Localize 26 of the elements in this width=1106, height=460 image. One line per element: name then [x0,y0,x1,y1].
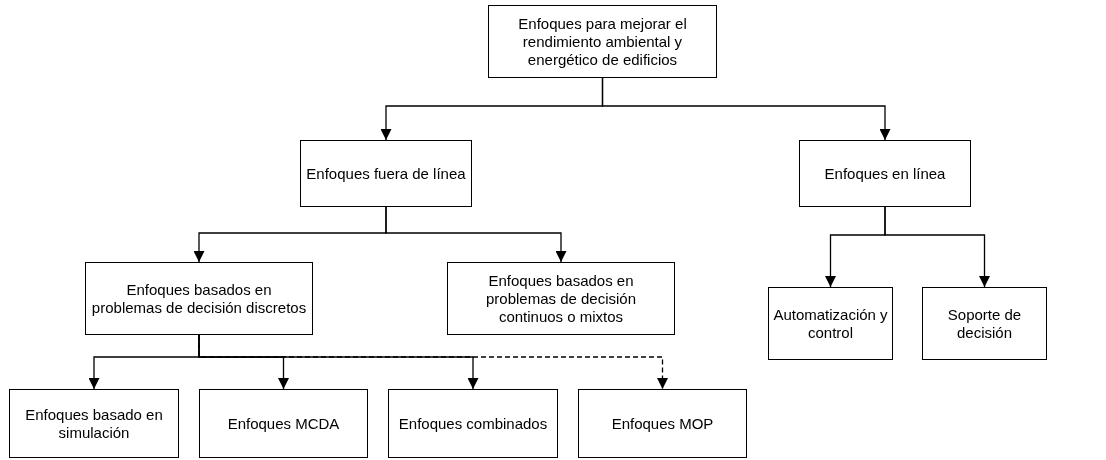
process-box [85,262,313,335]
box-label: Enfoques fuera de línea [306,164,466,183]
arrow [198,334,668,390]
process-box [300,140,472,207]
process-box [922,287,1047,360]
arrow [601,77,891,141]
box-label: Enfoques combinados [398,414,548,433]
box-label: Enfoques basado en simulación [24,405,164,442]
box-label: Automatización y control [773,305,888,342]
arrow [385,206,567,263]
box-label: Enfoques MCDA [227,414,340,433]
process-box [488,5,717,78]
process-box [799,140,971,207]
box-label: Enfoques basados en problemas de decisión discretos [90,280,308,317]
process-box [388,389,558,458]
arrow [884,206,990,288]
process-box [447,262,675,335]
process-box [199,389,368,458]
box-label: Enfoques MOP [611,414,714,433]
box-label: Enfoques basados en problemas de decisión continuos o mixtos [484,271,638,326]
box-label: Soporte de decisión [946,305,1023,342]
box-label: Enfoques en línea [824,164,946,183]
process-box [9,389,179,458]
process-box [578,389,747,458]
process-box [768,287,893,360]
box-label: Enfoques para mejorar el rendimiento ambiental y energético de edificios [517,14,688,69]
